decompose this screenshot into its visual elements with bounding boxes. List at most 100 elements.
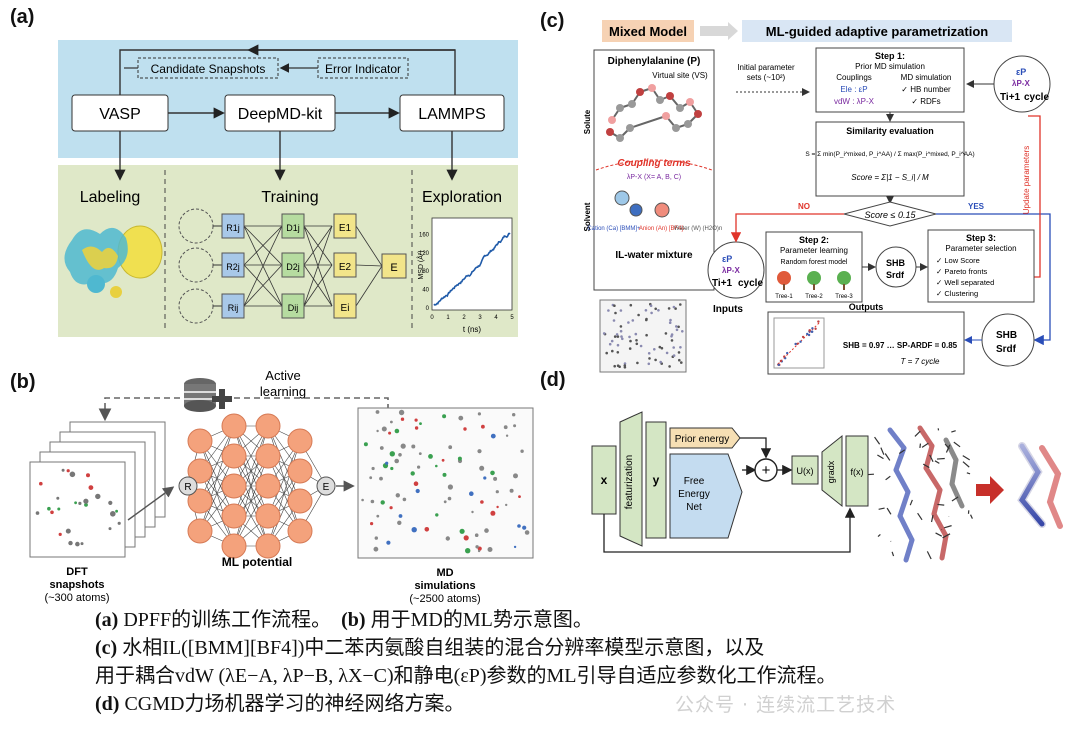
- atom: [411, 444, 416, 449]
- node-r-label: R: [184, 482, 191, 493]
- il-atom: [657, 309, 660, 312]
- neuron: [221, 443, 247, 469]
- atom: [475, 545, 479, 549]
- bead: [648, 84, 656, 92]
- atom-bond: [949, 481, 965, 509]
- neuron: [221, 473, 247, 499]
- bead: [606, 128, 614, 136]
- caption-a-tag: (a): [95, 609, 119, 631]
- il-atom: [613, 364, 616, 368]
- atom: [47, 506, 51, 511]
- caption-line-c1: (c) 水相IL([BMM][BF4])中二苯丙氨酸自组装的混合分辨率模型示意图…: [95, 634, 1075, 662]
- panel-d-figure: x featurization y Prior energy Free Ener…: [591, 411, 1063, 563]
- il-atom: [650, 311, 653, 315]
- database-icon: [184, 378, 232, 412]
- scatter-point: [807, 333, 811, 337]
- atom: [424, 527, 430, 532]
- dft-label-2: snapshots: [49, 579, 104, 591]
- neuron: [255, 443, 281, 469]
- init-text-1: Initial parameter: [737, 63, 795, 72]
- y-text: y: [653, 473, 660, 487]
- step3-box: [927, 229, 1035, 303]
- atom-bond: [953, 441, 961, 448]
- sel4-text: ✓ Clustering: [936, 289, 978, 298]
- il-atom: [636, 361, 639, 365]
- watermark-text: 公众号 · 连续流工艺技术: [675, 694, 897, 716]
- il-atom: [614, 311, 617, 315]
- atom-bond: [878, 507, 885, 510]
- init-text-2: sets (~10²): [747, 73, 786, 82]
- atom: [369, 476, 373, 480]
- atom-bond: [923, 443, 935, 471]
- il-atom: [681, 330, 684, 333]
- atom: [374, 536, 378, 540]
- scatter-point: [811, 327, 814, 330]
- ux-text: U(x): [797, 466, 814, 476]
- il-atom: [611, 349, 614, 353]
- deepmd-text: DeepMD-kit: [238, 106, 323, 123]
- atom-bond: [951, 430, 956, 433]
- lam-left: λP-X: [722, 266, 740, 275]
- mapping-arrow: [976, 476, 1004, 504]
- solvent-text: Solvent: [583, 202, 592, 231]
- atom-bond: [884, 453, 891, 461]
- rf-text: Random forest model: [781, 259, 848, 266]
- y-tick-label: 40: [422, 288, 429, 294]
- tree2-text: Tree-2: [805, 294, 823, 300]
- atom: [474, 533, 479, 537]
- il-atom: [672, 354, 676, 357]
- il-atom: [678, 358, 681, 362]
- il-atom: [628, 347, 632, 350]
- il-atom: [619, 309, 623, 312]
- il-atom: [668, 321, 672, 325]
- nn-edge: [233, 455, 269, 547]
- y-tick-label: 120: [419, 251, 430, 257]
- neuron: [221, 503, 247, 529]
- il-atom: [619, 329, 623, 333]
- atom: [83, 498, 89, 504]
- atom: [361, 498, 364, 502]
- bead: [676, 104, 684, 112]
- bead: [616, 134, 624, 142]
- il-atom: [675, 325, 678, 328]
- atom: [75, 541, 80, 547]
- step1-box: [815, 47, 965, 113]
- atom-bond: [943, 437, 959, 463]
- atom: [370, 522, 374, 526]
- scatter-point: [814, 327, 817, 330]
- atom-bond: [874, 436, 881, 445]
- il-atom: [675, 328, 679, 332]
- il-atom: [602, 332, 606, 335]
- x-tick-label: 1: [446, 315, 450, 321]
- atom: [495, 490, 499, 494]
- step2-box: [765, 231, 863, 303]
- il-atom: [620, 335, 623, 338]
- atom: [522, 525, 527, 530]
- neuron: [255, 473, 281, 499]
- nn-edge: [199, 425, 235, 532]
- atom: [388, 431, 392, 435]
- solute-text: Solute: [583, 109, 592, 134]
- bead: [628, 100, 636, 108]
- atom-bond: [917, 512, 923, 521]
- neuron: [255, 413, 281, 439]
- atom: [480, 500, 484, 504]
- atom: [373, 546, 379, 552]
- step2b-text: Parameter learning: [780, 246, 848, 255]
- atom: [395, 493, 400, 498]
- atom: [524, 530, 530, 535]
- neuron: [287, 518, 313, 544]
- neuron: [287, 488, 313, 514]
- panel-c-label: (c): [540, 10, 565, 32]
- il-atom: [664, 332, 668, 335]
- atom: [417, 465, 421, 469]
- labeling-text: Labeling: [80, 189, 141, 206]
- atom: [477, 546, 482, 551]
- panel-b-label: (b): [10, 371, 36, 393]
- exploration-text: Exploration: [422, 189, 502, 206]
- atom: [419, 422, 422, 425]
- atom-bond: [949, 457, 959, 487]
- bead: [666, 92, 674, 100]
- atom: [477, 549, 481, 553]
- atom: [58, 532, 62, 536]
